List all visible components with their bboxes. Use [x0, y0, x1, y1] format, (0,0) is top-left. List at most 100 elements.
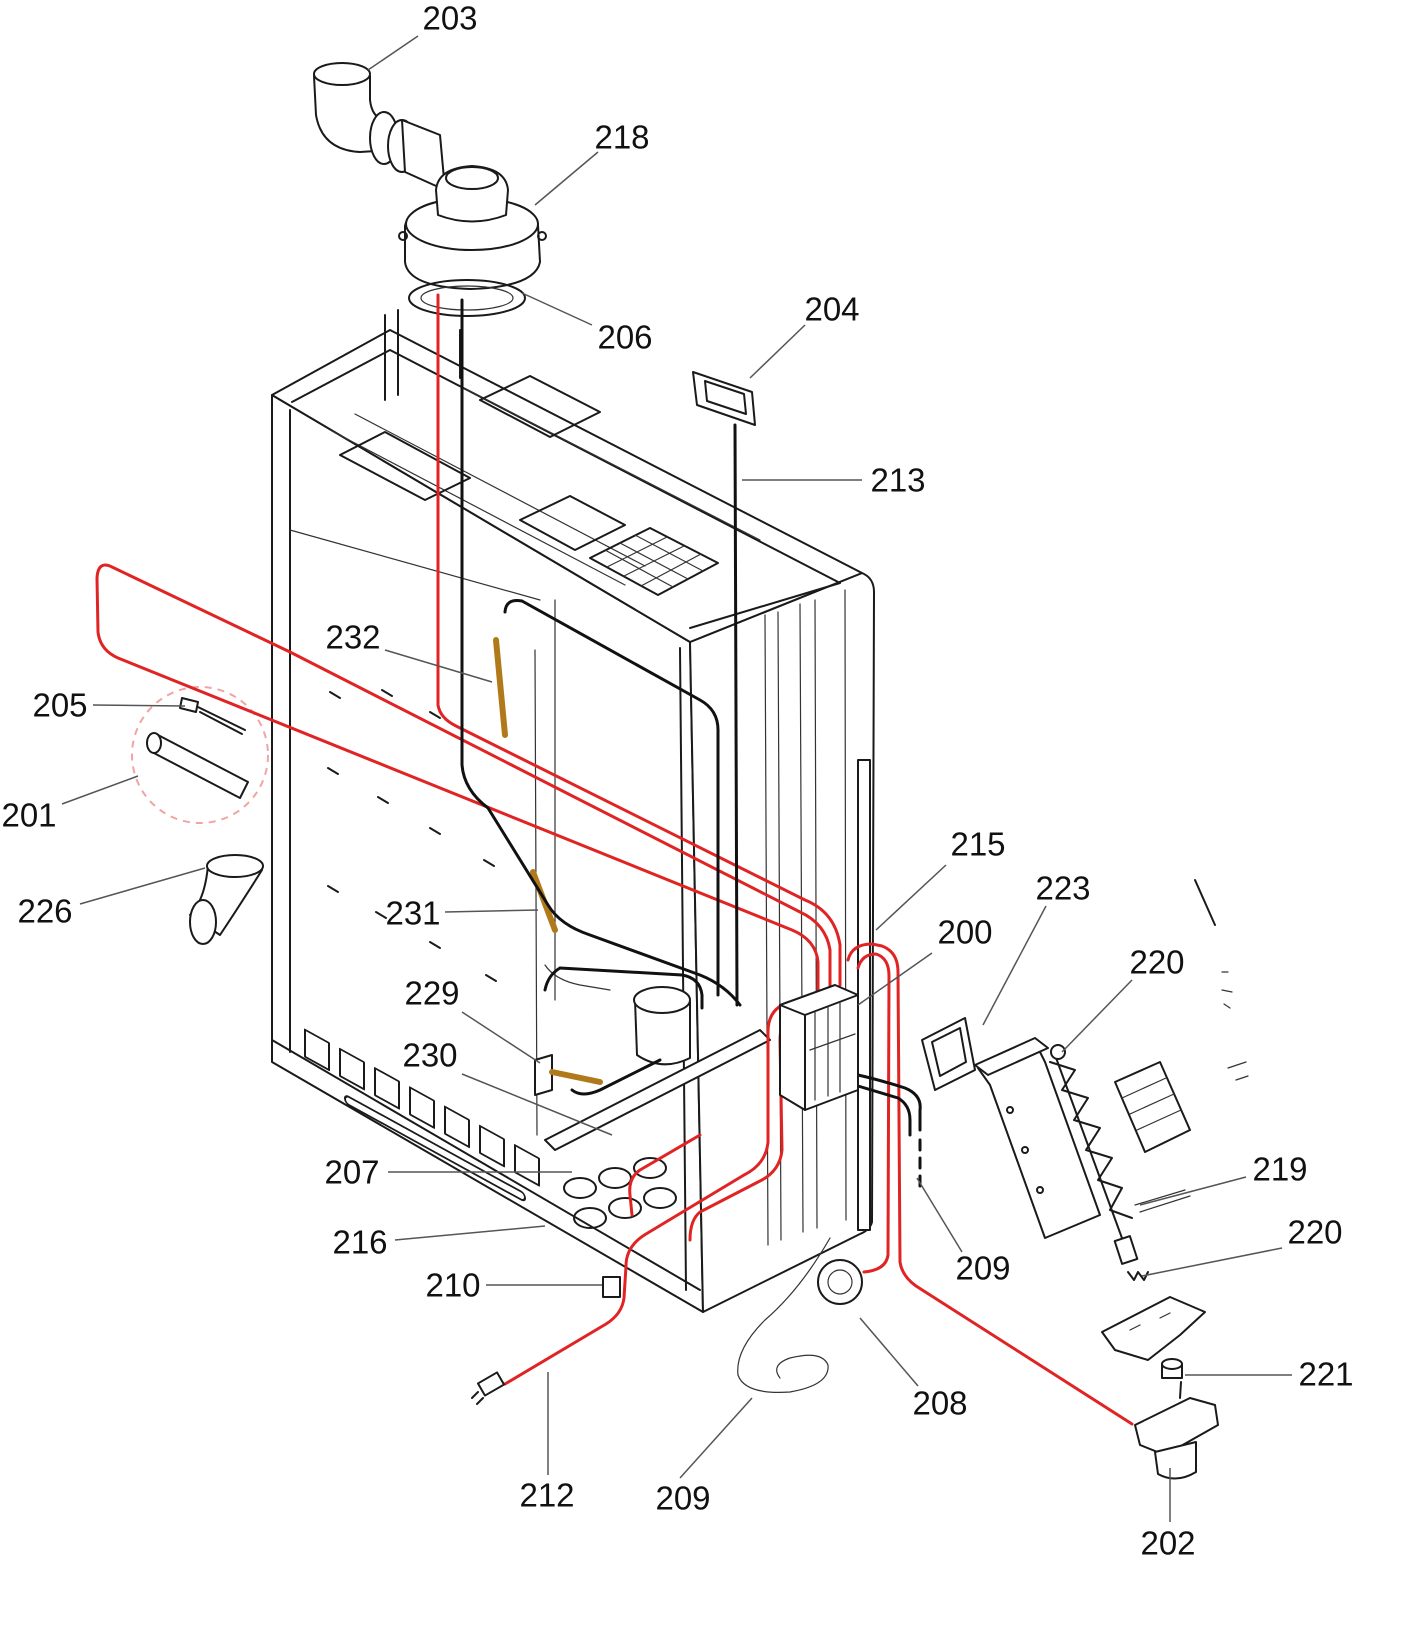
burner-pot-rim: [633, 986, 691, 1014]
auger-screw: [1049, 1061, 1133, 1219]
leader-line-232: [384, 649, 493, 683]
leader-line-220-lower: [1141, 1247, 1283, 1277]
auger-bolt: [1006, 1106, 1014, 1114]
callout-206: 206: [597, 319, 652, 356]
pressure-switch-208-face: [827, 1269, 853, 1295]
top-rail-b: [354, 413, 646, 567]
rod-232: [493, 637, 508, 738]
key-219: [1134, 1189, 1191, 1213]
dash-mark: [327, 767, 495, 867]
front-bottom-squares: [304, 1028, 540, 1202]
callout-202: 202: [1140, 1525, 1195, 1562]
leader-line-201: [61, 775, 139, 805]
panel-223-inner: [931, 1027, 967, 1077]
callout-231: 231: [385, 895, 440, 932]
red-wire-loop-lower: [95, 563, 820, 994]
red-wire-to-switch: [856, 952, 891, 1274]
display-204: [692, 371, 756, 426]
gasket-206-inner: [420, 285, 514, 311]
elbow-226-mouth: [206, 854, 264, 878]
leader-line-229: [461, 1011, 541, 1064]
gear-motor-202-can: [1154, 1441, 1197, 1480]
exhaust-elbow-mouth: [313, 62, 371, 86]
hose-209: [737, 1237, 831, 1393]
red-wire-to-plug: [503, 1000, 792, 1386]
top-slot-a: [339, 431, 471, 501]
callout-220-lower: 220: [1287, 1214, 1342, 1251]
vent-square: [339, 1047, 365, 1091]
rod-229: [549, 1069, 603, 1085]
callout-205: 205: [32, 687, 87, 724]
callout-209-right: 209: [955, 1250, 1010, 1287]
black-wire-burner-lower: [570, 1058, 662, 1096]
leader-lines: [61, 35, 1292, 1522]
top-rail-a: [329, 429, 626, 586]
leader-line-226: [79, 867, 206, 905]
mount-plate-holes: [1129, 1312, 1171, 1331]
exhaust-blower: [313, 62, 547, 317]
grille-outline: [589, 527, 719, 596]
callout-221: 221: [1298, 1356, 1353, 1393]
grid-panel-lines: [1121, 1077, 1182, 1131]
vent-square: [374, 1067, 400, 1110]
callout-218: 218: [594, 119, 649, 156]
red-wire-to-motor: [846, 942, 1134, 1426]
vent-stack-post: [384, 309, 461, 401]
auger-bolt: [1021, 1146, 1029, 1154]
black-wire-loop: [503, 599, 720, 997]
switch-210: [602, 1276, 621, 1298]
callout-209-bottom: 209: [655, 1480, 710, 1517]
floor-holes: [563, 1157, 677, 1229]
grille-lines: [604, 534, 704, 588]
burner-assembly: [544, 964, 771, 1151]
leader-line-209-bottom: [679, 1397, 753, 1479]
callout-213: 213: [870, 462, 925, 499]
tube-201-end: [146, 732, 162, 754]
callout-204: 204: [804, 291, 859, 328]
dash-mark: [327, 885, 497, 982]
elbow-226-outlet: [189, 899, 217, 945]
leader-line-231: [444, 909, 539, 913]
auger-outlet: [1113, 1235, 1139, 1265]
faint-marks: [1221, 971, 1249, 1081]
front-dash-marks: [327, 689, 497, 982]
leader-line-216: [394, 1225, 546, 1241]
plug-212-prongs: [471, 1391, 484, 1405]
black-wire-burner: [543, 966, 704, 1010]
plug-212: [476, 1371, 506, 1397]
callout-200: 200: [937, 914, 992, 951]
burner-pot: [634, 999, 691, 1066]
front-inner-panel: [289, 529, 556, 1136]
gear-motor-202-shaft: [1179, 1381, 1182, 1399]
red-wire-burner-b: [628, 1133, 702, 1217]
vent-square: [409, 1086, 435, 1129]
dash-mark: [329, 689, 441, 719]
left-loose-parts: [131, 686, 269, 945]
blower-bolt: [537, 231, 547, 241]
front-bottom-band: [271, 1039, 701, 1291]
callout-212: 212: [519, 1477, 574, 1514]
leader-line-209-right: [916, 1177, 963, 1253]
callout-232: 232: [325, 619, 380, 656]
stray-mark: [1194, 879, 1216, 926]
gear-motor-202: [1134, 1397, 1219, 1456]
rail: [799, 603, 804, 1233]
hole: [573, 1207, 607, 1229]
black-wiring: [460, 298, 922, 1192]
grille: [589, 527, 719, 596]
auger-bolt: [1036, 1186, 1044, 1194]
leader-line-223: [982, 905, 1047, 1026]
vent-square: [479, 1124, 505, 1168]
control-box-relays: [809, 1001, 856, 1101]
grid-panel: [1114, 1061, 1191, 1153]
leader-line-204: [749, 324, 806, 379]
leader-line-218: [534, 151, 599, 206]
callout-labels: 203 218 206 204 213 232 205 201 226 231 …: [1, 0, 1353, 1562]
top-inner-frame: [291, 349, 841, 629]
callout-208: 208: [912, 1385, 967, 1422]
callout-220-top: 220: [1129, 944, 1184, 981]
panel-223: [921, 1017, 976, 1091]
burner-bracket: [544, 1029, 771, 1151]
rail: [844, 589, 847, 1221]
